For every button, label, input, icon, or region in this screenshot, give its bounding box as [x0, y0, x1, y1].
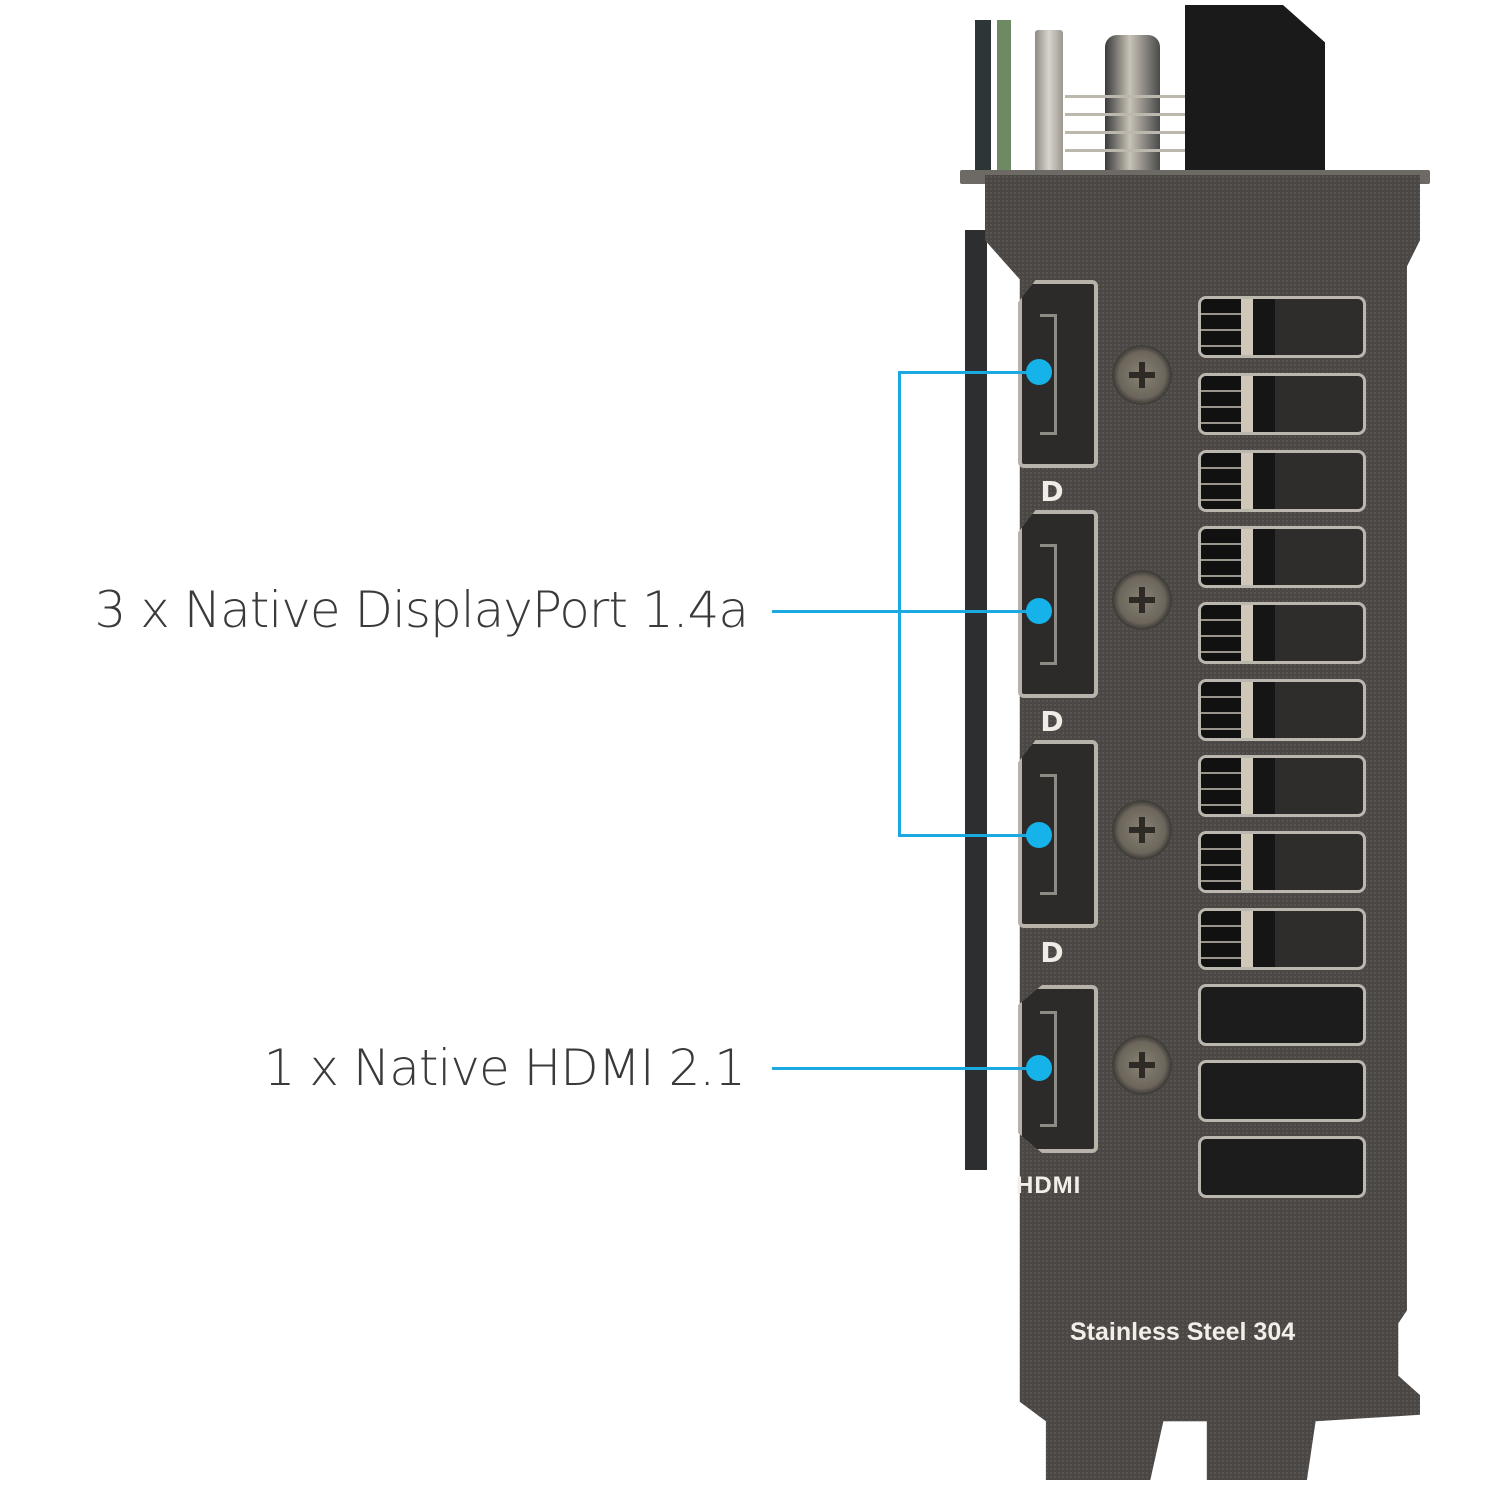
- vent-slot: [1198, 296, 1366, 358]
- callout-line: [772, 610, 1038, 613]
- screw-icon: [1112, 570, 1172, 630]
- callout-line: [772, 1067, 1038, 1070]
- graphics-card-top: [975, 0, 1325, 180]
- pcb-board: [997, 20, 1011, 175]
- heatsink-fin: [1065, 131, 1225, 134]
- callout-dot: [1026, 822, 1052, 848]
- displayport-logo-icon: D: [1040, 475, 1064, 508]
- material-label: Stainless Steel 304: [1070, 1318, 1296, 1346]
- screw-icon: [1112, 1035, 1172, 1095]
- callout-bracket-line: [898, 371, 901, 837]
- vent-slot: [1198, 526, 1366, 588]
- card-side-panel: [965, 230, 987, 1170]
- displayport-callout-label: 3 x Native DisplayPort 1.4a: [94, 581, 749, 639]
- cooler-block: [1185, 5, 1325, 175]
- vent-slot: [1198, 373, 1366, 435]
- screw-icon: [1112, 345, 1172, 405]
- vent-slot: [1198, 831, 1366, 893]
- hdmi-label: HDMI: [1016, 1172, 1082, 1199]
- inductor-coil: [1105, 35, 1160, 175]
- callout-line: [898, 371, 1038, 374]
- pcb-edge: [975, 20, 991, 180]
- vent-slot: [1198, 1060, 1366, 1122]
- displayport-logo-icon: D: [1040, 705, 1064, 738]
- callout-dot: [1026, 359, 1052, 385]
- vent-slot: [1198, 602, 1366, 664]
- vent-slot: [1198, 450, 1366, 512]
- vent-slot: [1198, 908, 1366, 970]
- callout-dot: [1026, 598, 1052, 624]
- vent-slot: [1198, 1136, 1366, 1198]
- heatsink-fin: [1065, 113, 1225, 116]
- heatsink-fin: [1065, 149, 1225, 152]
- vent-slot: [1198, 984, 1366, 1046]
- vent-slot: [1198, 755, 1366, 817]
- callout-line: [898, 834, 1038, 837]
- screw-icon: [1112, 800, 1172, 860]
- vent-slot: [1198, 679, 1366, 741]
- capacitor: [1035, 30, 1063, 175]
- heatsink-fin: [1065, 95, 1225, 98]
- displayport-logo-icon: D: [1040, 936, 1064, 969]
- callout-dot: [1026, 1055, 1052, 1081]
- hdmi-callout-label: 1 x Native HDMI 2.1: [263, 1039, 746, 1097]
